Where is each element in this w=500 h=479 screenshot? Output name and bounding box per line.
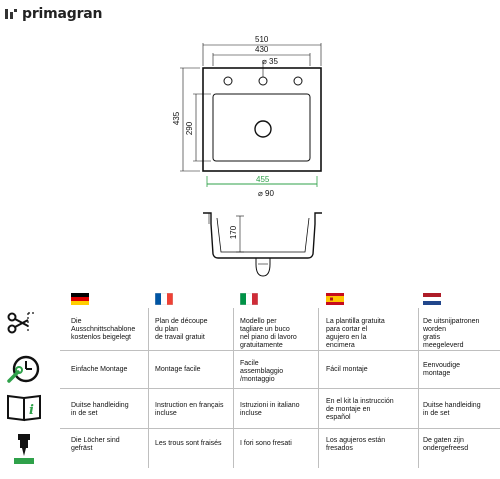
flag-france-icon xyxy=(155,293,173,305)
column-divider xyxy=(418,308,419,468)
cell-es-holes: Los agujeros están fresados xyxy=(326,437,386,452)
diameter-symbol-icon: ⌀ xyxy=(258,189,266,198)
drain-hole xyxy=(254,120,272,138)
cell-fr-manual: Instruction en français incluse xyxy=(155,402,224,417)
cell-nl-template: De uitsnijpatronen worden gratis meegele… xyxy=(423,318,480,349)
tap-hole-left xyxy=(223,76,233,86)
flag-italy-icon xyxy=(240,293,258,305)
wrench-clock-icon xyxy=(7,355,40,383)
cell-es-template: La plantilla gratuita para cortar el agu… xyxy=(326,318,385,349)
dim-width-inner: 430 xyxy=(255,45,269,54)
cell-fr-template: Plan de découpe du plan de travail gratu… xyxy=(155,318,208,341)
row-divider xyxy=(60,350,500,351)
dim-width-outer: 510 xyxy=(255,35,269,44)
cell-de-manual: Duitse handleiding in de set xyxy=(71,402,129,417)
sink-side-profile xyxy=(203,212,322,259)
cell-it-assembly: Facile assemblaggio /montaggio xyxy=(240,360,284,383)
manual-info-icon: i xyxy=(7,394,41,422)
sink-top-view-outer xyxy=(202,67,322,172)
flag-spain-icon xyxy=(326,293,344,305)
cell-it-manual: Istruzioni in italiano incluse xyxy=(240,402,300,417)
cell-de-holes: Die Löcher sind gefräst xyxy=(71,437,120,452)
cell-it-holes: I fori sono fresati xyxy=(240,440,292,447)
cell-es-manual: En el kit la instrucción de montaje en e… xyxy=(326,398,394,421)
flag-germany-icon xyxy=(71,293,89,305)
column-divider xyxy=(148,308,149,468)
sink-technical-drawing xyxy=(180,43,322,277)
cell-es-assembly: Fácil montaje xyxy=(326,366,368,373)
scissors-cutout-icon xyxy=(7,312,36,334)
drilled-holes-icon xyxy=(14,434,34,464)
column-divider xyxy=(233,308,234,468)
cell-fr-holes: Les trous sont fraisés xyxy=(155,440,222,447)
dim-drain-diameter-label: ⌀ 90 xyxy=(258,189,274,198)
sink-bowl-outline xyxy=(212,93,311,162)
svg-text:i: i xyxy=(29,403,34,418)
cell-nl-holes: De gaten zijn ondergefreesd xyxy=(423,437,469,452)
brand-logo: primagran xyxy=(4,6,103,22)
cell-it-template: Modello per tagliare un buco nel piano d… xyxy=(240,318,297,349)
cell-nl-assembly: Eenvoudige montage xyxy=(423,362,460,377)
flag-netherlands-icon xyxy=(423,293,441,305)
row-divider xyxy=(60,428,500,429)
diameter-symbol-icon: ⌀ xyxy=(262,57,270,66)
cell-nl-manual: Duitse handleiding in de set xyxy=(423,402,481,417)
dim-bowl-width: 455 xyxy=(256,175,270,184)
brand-name: primagran xyxy=(22,6,103,22)
tap-hole-right xyxy=(293,76,303,86)
brand-mark-icon xyxy=(5,9,17,19)
row-divider xyxy=(60,388,500,389)
column-divider xyxy=(318,308,319,468)
cell-de-template: Die Ausschnittschablone kostenlos beigel… xyxy=(71,318,136,341)
cell-de-assembly: Einfache Montage xyxy=(71,366,128,373)
dim-hole-diameter-label: ⌀ 35 xyxy=(262,57,278,66)
cell-fr-assembly: Montage facile xyxy=(155,366,201,373)
